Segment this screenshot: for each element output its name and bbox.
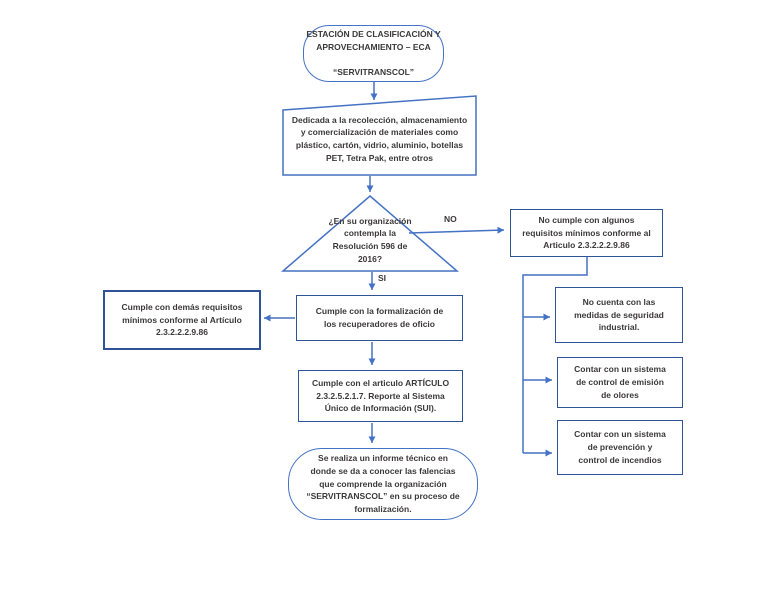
branch-label-si: SI bbox=[378, 273, 387, 283]
branch-label-no: NO bbox=[444, 214, 457, 224]
node-no-requisitos: No cumple con algunos requisitos mínimos… bbox=[510, 209, 663, 257]
node-articulo-sui: Cumple con el articulo ARTÍCULO 2.3.2.5.… bbox=[298, 370, 463, 422]
connector-no-branch-trunk bbox=[522, 257, 588, 453]
node-informe: Se realiza un informe técnico en donde s… bbox=[288, 448, 478, 520]
node-seguridad: No cuenta con las medidas de seguridad i… bbox=[555, 287, 683, 343]
node-decision: ¿En su organización contempla la Resoluc… bbox=[328, 215, 412, 264]
card-shape-outline bbox=[282, 95, 477, 176]
connector-decision-no bbox=[408, 226, 505, 234]
node-formalizacion: Cumple con la formalización de los recup… bbox=[296, 295, 463, 341]
node-demas-requisitos: Cumple con demás requisitos mínimos conf… bbox=[103, 290, 261, 350]
node-incendios: Contar con un sistema de prevención y co… bbox=[557, 420, 683, 475]
node-start: ESTACIÓN DE CLASIFICACIÓN Y APROVECHAMIE… bbox=[303, 25, 444, 82]
node-description: Dedicada a la recolección, almacenamient… bbox=[291, 114, 468, 163]
node-olores: Contar con un sistema de control de emis… bbox=[557, 357, 683, 408]
